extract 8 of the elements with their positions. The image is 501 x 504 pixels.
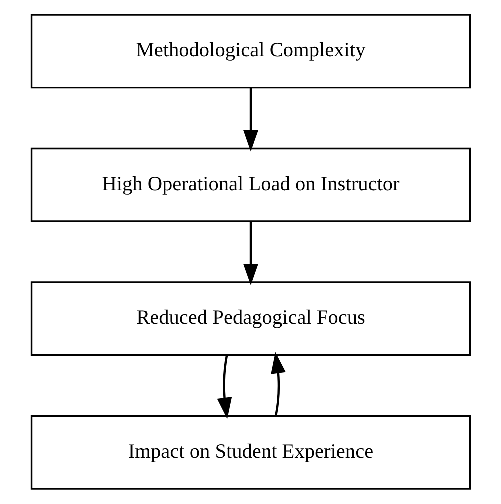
node-box: Impact on Student Experience <box>30 415 471 490</box>
arrow <box>216 355 232 420</box>
arrow <box>243 222 258 286</box>
node-box: High Operational Load on Instructor <box>30 148 471 222</box>
node-box: Methodological Complexity <box>30 14 471 89</box>
arrow <box>270 352 286 416</box>
node-box: Reduced Pedagogical Focus <box>30 282 471 356</box>
arrow <box>243 88 258 152</box>
